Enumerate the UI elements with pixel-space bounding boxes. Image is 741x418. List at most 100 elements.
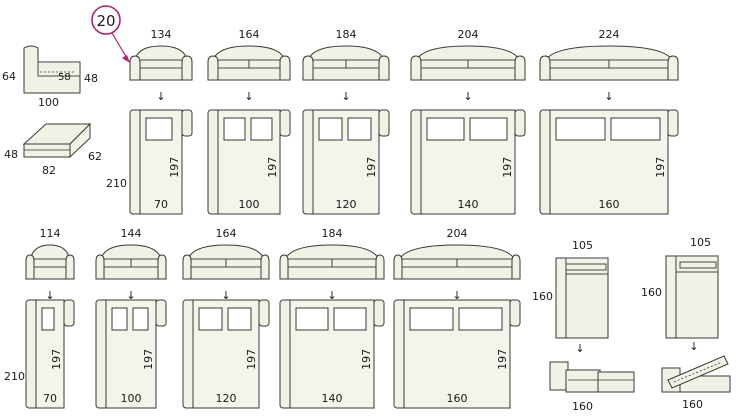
row2-item-5-pillow-1 (409, 307, 454, 331)
row2-item-2-arrow: ↓ (126, 289, 135, 302)
row2-item-5-bed-length: 197 (496, 349, 509, 370)
row2-item-3: 164 ↓ 197 120 (182, 227, 270, 409)
row2-item-5-pillow-2 (458, 307, 503, 331)
pouf-width: 82 (42, 164, 56, 177)
module-width: 100 (38, 96, 59, 109)
row2-item-1-arm-right (65, 254, 75, 280)
row1-item-2-arrow: ↓ (244, 90, 253, 103)
row1-item-2-pillow-2 (250, 117, 273, 141)
chaise-left-arrow: ↓ (575, 342, 584, 355)
row1-item-3-cushion-2 (345, 59, 380, 69)
row2-item-1-bed-length: 197 (50, 349, 63, 370)
row1-item-1: 134 ↓ 197 70 (129, 28, 193, 215)
row1-item-4-arm-left (410, 55, 422, 81)
row2-item-2-bed-length: 197 (142, 349, 155, 370)
row1-item-1-bed-length: 197 (168, 157, 181, 178)
row1-item-5-cushion-2 (608, 59, 669, 69)
row1-item-3-pillow-2 (347, 117, 372, 141)
row2-item-3-arm-left (182, 254, 192, 280)
row1-item-4-cushion-1 (420, 59, 469, 69)
chaise-right-width: 105 (690, 236, 711, 249)
row1-item-3-width: 184 (336, 28, 357, 41)
row2-item-5-arm-left (393, 254, 403, 280)
row1-item-4-arm-right (514, 55, 526, 81)
row2-item-1-cushion-1 (33, 258, 67, 268)
row1-item-2-arm-right (279, 55, 291, 81)
row2-item-3-bed-width: 120 (216, 392, 237, 405)
row1-item-1-arm-right (181, 55, 193, 81)
row1-item-3-bed-width: 120 (336, 198, 357, 211)
row2-item-3-cushion-2 (225, 258, 262, 268)
row1-item-2-bed-width: 100 (239, 198, 260, 211)
row1-item-1-arrow: ↓ (156, 90, 165, 103)
row1-depth: 210 (106, 177, 127, 190)
chaise-left-width: 105 (572, 239, 593, 252)
page-number-badge: 20 (91, 5, 130, 63)
row2-item-2-arm-right (157, 254, 167, 280)
row2-item-1-pillow-1 (41, 307, 55, 331)
row2-item-4-bed-width: 140 (322, 392, 343, 405)
row2-item-3-bed-length: 197 (245, 349, 258, 370)
row2-item-5-bed-width: 160 (447, 392, 468, 405)
row2-item-3-arrow: ↓ (221, 289, 230, 302)
row1-item-3-cushion-1 (312, 59, 347, 69)
row2-item-2-bed-width: 100 (121, 392, 142, 405)
pouf-depth: 62 (88, 150, 102, 163)
row1-item-2-cushion-1 (217, 59, 250, 69)
row2-item-4-pillow-2 (333, 307, 367, 331)
row1-item-3-arm-right (378, 55, 390, 81)
row2-item-5-cushion-1 (401, 258, 458, 268)
row2-item-4-cushion-2 (331, 258, 377, 268)
module-seat: 58 (58, 72, 71, 83)
chaise-left: 105 160 ↓ 160 (532, 239, 635, 413)
badge-pointer-arrow-icon (122, 55, 130, 63)
row1-item-5-bed-width: 160 (599, 198, 620, 211)
row2-item-4-arm-left (279, 254, 289, 280)
row2-item-2-pillow-2 (132, 307, 149, 331)
row2-item-5-cushion-2 (456, 258, 513, 268)
row2-item-4-bed-length: 197 (360, 349, 373, 370)
row1-item-3-arm-left (302, 55, 314, 81)
row1-item-5-pillow-1 (555, 117, 606, 141)
row1-item-5-cushion-1 (549, 59, 610, 69)
row1-item-3-bed-arm-right (378, 109, 390, 137)
chaise-right-arrow: ↓ (689, 340, 698, 353)
row1-item-5-arm-left (539, 55, 551, 81)
chaise-left-bed: 160 (572, 400, 593, 413)
row1-item-2-cushion-2 (248, 59, 281, 69)
chaise-left-length: 160 (532, 290, 553, 303)
row2-item-3-pillow-2 (227, 307, 252, 331)
row2-item-4-pillow-1 (295, 307, 329, 331)
row2-item-4-bed-arm-right (373, 299, 385, 327)
chaise-right-length: 160 (641, 286, 662, 299)
row1-item-2-arm-left (207, 55, 219, 81)
row1-item-2-pillow-1 (223, 117, 246, 141)
row1-item-1-arm-left (129, 55, 141, 81)
row1-item-1-width: 134 (151, 28, 172, 41)
row1-item-1-bed-arm-right (181, 109, 193, 137)
row2-item-3-width: 164 (216, 227, 237, 240)
row2-item-3-cushion-1 (190, 258, 227, 268)
row2-item-2-bed-arm-right (155, 299, 167, 327)
module-side-view: 64 58 48 100 (2, 45, 98, 109)
row1-item-4-bed-arm-right (514, 109, 526, 137)
row1-item-4-cushion-2 (467, 59, 516, 69)
row1-item-2-bed-arm-right (279, 109, 291, 137)
row1-item-1-pillow-1 (145, 117, 173, 141)
row1-item-5-pillow-2 (610, 117, 661, 141)
row1-item-4-pillow-2 (469, 117, 508, 141)
row1-item-3-bed-length: 197 (365, 157, 378, 178)
row1-item-3-arrow: ↓ (341, 90, 350, 103)
row2-item-5-arm-right (511, 254, 521, 280)
row1-sofas: 134↓19770164↓197100184↓197120204↓1971402… (129, 28, 679, 215)
row2-item-5-arrow: ↓ (452, 289, 461, 302)
badge-pointer (111, 32, 129, 61)
row2-item-4-arrow: ↓ (327, 289, 336, 302)
row1-item-1-bed-width: 70 (154, 198, 168, 211)
